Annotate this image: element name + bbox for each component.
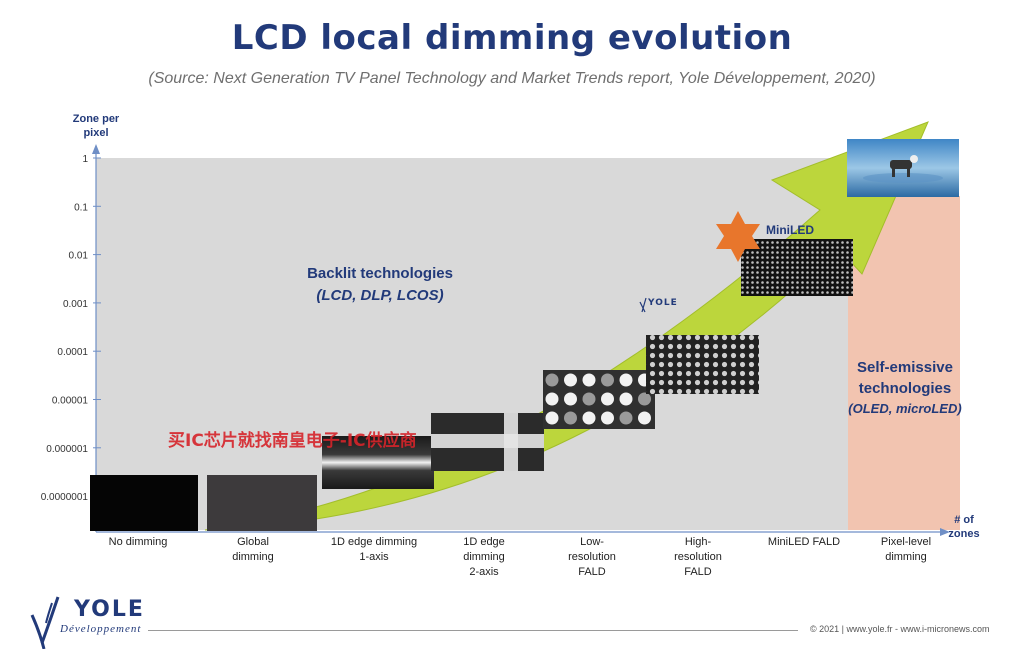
thumb-1d-edge-2axis <box>431 413 544 471</box>
y-axis-arrowhead <box>92 144 100 154</box>
x-category-label: MiniLED FALD <box>768 536 840 548</box>
backlit-region-detail: (LCD, DLP, LCOS) <box>316 287 443 304</box>
led-zone <box>545 373 559 387</box>
led-zone <box>564 373 577 387</box>
led-zone <box>601 392 614 406</box>
thumb-no-dimming <box>90 475 198 531</box>
led-zone <box>582 392 596 406</box>
led-zone <box>601 373 614 387</box>
thumb-low-res-fald <box>543 370 655 429</box>
logo-wordmark: YOLE <box>74 597 145 622</box>
inchart-yole-logo: YOLE <box>639 297 678 313</box>
led-zone <box>545 411 559 425</box>
led-zone <box>619 373 633 387</box>
led-zone <box>619 392 633 406</box>
led-zone <box>564 411 577 425</box>
thumb-high-res-fald <box>646 335 759 394</box>
source-subtitle: (Source: Next Generation TV Panel Techno… <box>148 70 876 87</box>
led-zone <box>638 392 651 406</box>
y-tick-label: 0.0001 <box>57 347 88 358</box>
watermark-text: 买IC芯片就找南皇电子-IC供应商 <box>168 431 417 451</box>
y-tick-label: 1 <box>82 154 88 165</box>
footer-copyright: © 2021 | www.yole.fr - www.i-micronews.c… <box>810 624 990 634</box>
led-zone <box>619 411 633 425</box>
self-emissive-label-line2: technologies <box>859 380 952 397</box>
led-zone <box>638 411 651 425</box>
logo-subtitle: Développement <box>60 623 142 635</box>
y-tick-label: 0.001 <box>63 299 88 310</box>
thumb-global-dimming <box>207 475 317 531</box>
yole-logo-mark-icon <box>30 596 60 649</box>
x-axis-arrowhead <box>940 528 950 536</box>
y-tick-label: 0.00001 <box>52 396 89 407</box>
y-tick-label: 0.1 <box>74 202 88 213</box>
svg-text:YOLE: YOLE <box>647 298 678 308</box>
y-tick-label: 0.01 <box>69 251 89 262</box>
footer-divider <box>148 630 798 631</box>
led-zone <box>582 411 596 425</box>
self-emissive-label-line1: Self-emissive <box>857 359 953 376</box>
y-tick-label: 0.000001 <box>46 444 88 455</box>
led-zone <box>601 411 614 425</box>
led-zone <box>564 392 577 406</box>
miniled-annotation: MiniLED <box>766 223 814 237</box>
thumb-1d-edge-1axis <box>322 436 434 489</box>
x-category-label: No dimming <box>109 536 168 548</box>
y-tick-label: 0.0000001 <box>41 492 89 503</box>
page-title: LCD local dimming evolution <box>231 18 793 58</box>
yole-logo: YOLE Développement <box>28 593 158 653</box>
backlit-region-label: Backlit technologies <box>307 265 453 282</box>
miniled-star-icon <box>716 211 760 262</box>
led-zone <box>582 373 596 387</box>
self-emissive-detail: (OLED, microLED) <box>848 401 961 416</box>
led-zone <box>545 392 559 406</box>
thumb-pixel-level-image <box>847 139 959 197</box>
